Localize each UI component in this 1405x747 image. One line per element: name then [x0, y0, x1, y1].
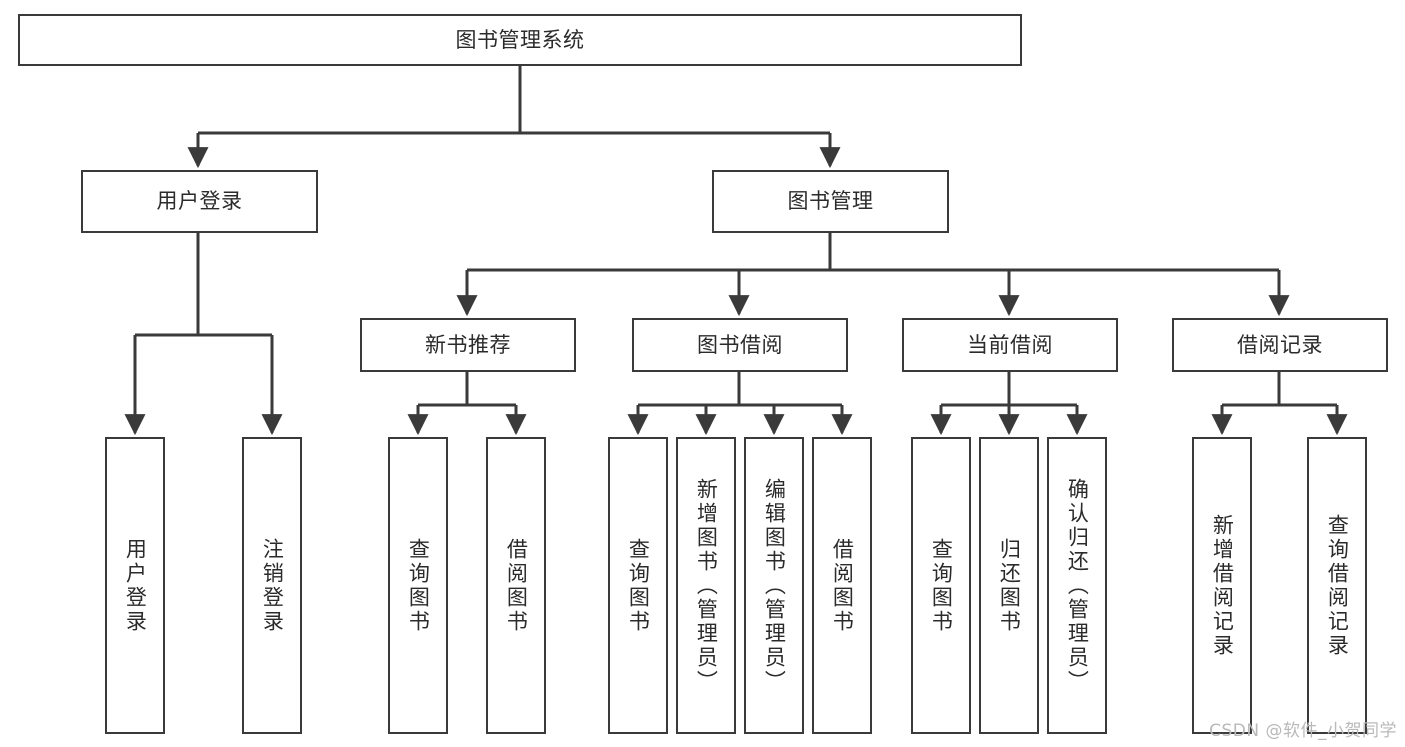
- node-book-borrow-label: 图书借阅: [697, 332, 783, 357]
- node-leaf-add-record-label: 新增借阅记录: [1210, 513, 1235, 658]
- node-leaf-borrow-book-2[interactable]: 借阅图书: [812, 437, 872, 734]
- node-leaf-return-book[interactable]: 归还图书: [979, 437, 1039, 734]
- node-current-borrow-label: 当前借阅: [967, 332, 1053, 357]
- node-leaf-user-logout[interactable]: 注销登录: [242, 437, 302, 734]
- node-leaf-borrow-book-1-label: 借阅图书: [504, 537, 529, 634]
- node-leaf-return-book-label: 归还图书: [997, 537, 1022, 634]
- node-leaf-query-record[interactable]: 查询借阅记录: [1307, 437, 1367, 734]
- node-leaf-borrow-book-1[interactable]: 借阅图书: [486, 437, 546, 734]
- node-leaf-query-book-3-label: 查询图书: [929, 537, 954, 634]
- node-root-label: 图书管理系统: [455, 27, 585, 52]
- node-user-login-label: 用户登录: [156, 189, 243, 214]
- node-leaf-query-book-1[interactable]: 查询图书: [388, 437, 448, 734]
- node-leaf-query-record-label: 查询借阅记录: [1325, 513, 1350, 658]
- node-leaf-query-book-3[interactable]: 查询图书: [911, 437, 971, 734]
- node-leaf-confirm-return-label: 确认归还（管理员）: [1065, 477, 1090, 694]
- node-leaf-edit-book-label: 编辑图书（管理员）: [762, 477, 787, 694]
- node-leaf-borrow-book-2-label: 借阅图书: [830, 537, 855, 634]
- node-current-borrow[interactable]: 当前借阅: [902, 318, 1118, 372]
- node-leaf-user-login[interactable]: 用户登录: [105, 437, 165, 734]
- node-leaf-query-book-2-label: 查询图书: [626, 537, 651, 634]
- node-book-borrow[interactable]: 图书借阅: [632, 318, 848, 372]
- node-leaf-user-logout-label: 注销登录: [260, 537, 285, 634]
- node-leaf-edit-book[interactable]: 编辑图书（管理员）: [744, 437, 804, 734]
- node-leaf-add-record[interactable]: 新增借阅记录: [1192, 437, 1252, 734]
- node-new-book-recommend-label: 新书推荐: [425, 332, 511, 357]
- node-root[interactable]: 图书管理系统: [18, 14, 1022, 66]
- node-leaf-add-book[interactable]: 新增图书（管理员）: [676, 437, 736, 734]
- node-leaf-user-login-label: 用户登录: [123, 537, 148, 634]
- node-leaf-query-book-2[interactable]: 查询图书: [608, 437, 668, 734]
- node-borrow-record[interactable]: 借阅记录: [1172, 318, 1388, 372]
- node-leaf-query-book-1-label: 查询图书: [406, 537, 431, 634]
- node-book-manage[interactable]: 图书管理: [712, 170, 949, 233]
- node-user-login[interactable]: 用户登录: [81, 170, 318, 233]
- node-borrow-record-label: 借阅记录: [1237, 332, 1323, 357]
- node-leaf-confirm-return[interactable]: 确认归还（管理员）: [1047, 437, 1107, 734]
- node-book-manage-label: 图书管理: [787, 189, 874, 214]
- node-leaf-add-book-label: 新增图书（管理员）: [694, 477, 719, 694]
- node-new-book-recommend[interactable]: 新书推荐: [360, 318, 576, 372]
